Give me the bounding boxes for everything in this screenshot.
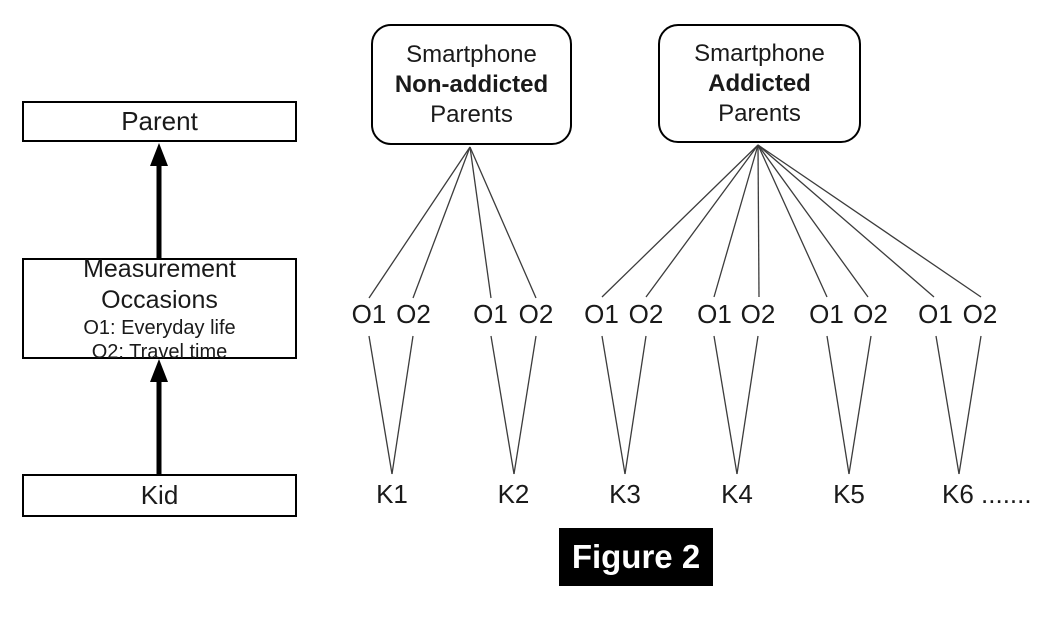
occasion-label-k6-o1: O1 (918, 299, 953, 329)
parent-box: Parent (22, 101, 297, 142)
fan-lines-addicted (601, 144, 982, 298)
figure-caption-label: Figure 2 (571, 538, 701, 575)
occasion-label-k3-o1: O1 (584, 299, 619, 329)
occasion-label-k1-o1: O1 (351, 299, 387, 329)
occasion-label-k4-o2: O2 (740, 299, 776, 329)
occasion-label-k5-o1: O1 (809, 299, 844, 329)
kid-label-k3: K3 (609, 479, 641, 509)
occasion-label-k5-o2: O2 (853, 299, 888, 329)
addicted-parents-line2: Addicted (708, 69, 811, 97)
occasion-label-k1-o2: O2 (396, 299, 431, 329)
measurement-occasions-title: Measurement Occasions (83, 254, 236, 314)
occasion-label-k3-o2: O2 (628, 299, 664, 329)
v-lines-k1 (368, 335, 414, 475)
occasion-label-k6-o2: O2 (962, 299, 998, 329)
kid-box: Kid (22, 474, 297, 517)
v-lines-k4 (713, 335, 759, 475)
figure-caption: Figure 2 (559, 528, 713, 586)
nonaddicted-parents-box: Smartphone Non-addicted Parents (371, 24, 572, 145)
addicted-parents-line3: Parents (718, 99, 801, 127)
v-lines-k2 (490, 335, 537, 475)
v-lines-k3 (601, 335, 647, 475)
addicted-parents-box: Smartphone Addicted Parents (658, 24, 861, 143)
kid-label-k2: K2 (497, 479, 530, 509)
kid-box-label: Kid (140, 480, 179, 510)
up-arrow-kid-to-measurement (150, 359, 168, 474)
occasion-label-k2-o1: O1 (473, 299, 508, 329)
v-lines-k6 (935, 335, 982, 475)
measurement-occasions-box: Measurement Occasions O1: Everyday life … (22, 255, 297, 363)
kid-label-k6: K6 ....... (942, 479, 1032, 509)
kid-label-k5: K5 (833, 479, 865, 509)
measurement-occasion-1-label: O1: Everyday life (83, 316, 236, 339)
occasion-label-k4-o1: O1 (697, 299, 732, 329)
nonaddicted-parents-line3: Parents (430, 100, 513, 128)
nonaddicted-parents-line1: Smartphone (406, 40, 537, 68)
parent-box-label: Parent (121, 106, 198, 136)
v-lines-k5 (826, 335, 872, 475)
occasion-label-k2-o2: O2 (518, 299, 554, 329)
kid-label-k4: K4 (721, 479, 753, 509)
up-arrow-measurement-to-parent (150, 143, 168, 258)
addicted-parents-line1: Smartphone (694, 39, 825, 67)
kid-label-k1: K1 (376, 479, 408, 509)
measurement-occasion-2-label: O2: Travel time (91, 340, 228, 363)
nonaddicted-parents-line2: Non-addicted (394, 70, 549, 98)
fan-lines-nonaddicted (368, 146, 537, 299)
